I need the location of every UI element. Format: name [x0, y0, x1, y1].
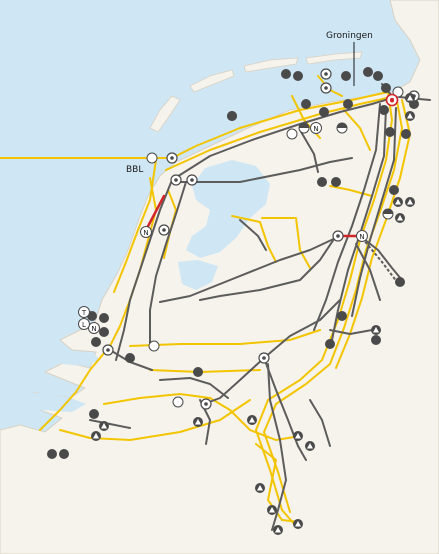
letter-nodes: N N N N T L G	[78, 98, 395, 334]
junction-node-icon[interactable]	[332, 230, 344, 242]
compressor-station-icon[interactable]	[193, 367, 203, 377]
junction-node-icon[interactable]	[166, 152, 178, 164]
compressor-station-icon[interactable]	[385, 127, 395, 137]
l-node-icon[interactable]: L	[78, 318, 90, 330]
half-filled-nodes	[298, 122, 394, 220]
export-station-icon[interactable]	[305, 441, 315, 451]
junction-node-icon[interactable]	[320, 82, 332, 94]
compressor-station-icon[interactable]	[337, 311, 347, 321]
compressor-station-icon[interactable]	[331, 177, 341, 187]
compressor-station-icon[interactable]	[363, 67, 373, 77]
planned-pipeline	[361, 237, 401, 287]
compressor-station-icon[interactable]	[379, 105, 389, 115]
svg-text:N: N	[359, 233, 364, 241]
svg-text:G: G	[390, 98, 395, 105]
compressor-station-icon[interactable]	[395, 277, 405, 287]
n-node-icon[interactable]: N	[356, 230, 368, 242]
export-station-icon[interactable]	[255, 483, 265, 493]
svg-text:L: L	[82, 321, 86, 329]
compressor-station-icon[interactable]	[89, 409, 99, 419]
export-station-icon[interactable]	[405, 93, 415, 103]
junction-node-icon[interactable]	[186, 174, 198, 186]
half-filled-node-icon[interactable]	[382, 208, 394, 220]
compressor-station-icon[interactable]	[99, 313, 109, 323]
junction-node-icon[interactable]	[148, 340, 160, 352]
svg-text:N: N	[91, 325, 96, 333]
svg-text:N: N	[143, 229, 148, 237]
compressor-station-icon[interactable]	[125, 353, 135, 363]
junction-node-icon[interactable]	[200, 398, 212, 410]
export-station-icon[interactable]	[247, 415, 257, 425]
compressor-station-icon[interactable]	[341, 71, 351, 81]
export-station-icon[interactable]	[91, 431, 101, 441]
half-filled-node-icon[interactable]	[298, 122, 310, 134]
compressor-station-icon[interactable]	[293, 71, 303, 81]
export-station-icon[interactable]	[405, 111, 415, 121]
compressor-station-icon[interactable]	[389, 185, 399, 195]
svg-text:T: T	[81, 309, 87, 317]
export-station-icon[interactable]	[293, 519, 303, 529]
n-node-icon[interactable]: N	[140, 226, 152, 238]
export-station-icon[interactable]	[371, 325, 381, 335]
junction-node-icon[interactable]	[392, 86, 404, 98]
n-node-icon[interactable]: N	[88, 322, 100, 334]
export-station-icon[interactable]	[395, 213, 405, 223]
half-filled-node-icon[interactable]	[336, 122, 348, 134]
junction-node-icon[interactable]	[286, 128, 298, 140]
zeeland-estuary	[0, 352, 100, 414]
junction-node-icon[interactable]	[258, 352, 270, 364]
compressor-station-icon[interactable]	[325, 339, 335, 349]
compressor-station-icon[interactable]	[381, 83, 391, 93]
g-node-icon[interactable]: G	[390, 98, 395, 105]
wadden-islands	[149, 51, 363, 133]
compressor-station-icon[interactable]	[371, 335, 381, 345]
groningen-label: Groningen	[326, 31, 373, 41]
export-station-icon[interactable]	[273, 525, 283, 535]
junction-node-icon[interactable]	[158, 224, 170, 236]
junction-node-icon[interactable]	[102, 344, 114, 356]
compressor-station-icon[interactable]	[59, 449, 69, 459]
junction-node-icon[interactable]	[146, 152, 158, 164]
compressor-station-icon[interactable]	[301, 99, 311, 109]
compressor-station-icon[interactable]	[281, 69, 291, 79]
export-station-icon[interactable]	[293, 431, 303, 441]
export-station-icon[interactable]	[267, 505, 277, 515]
export-stations	[91, 93, 415, 535]
export-station-icon[interactable]	[405, 197, 415, 207]
compressor-station-icon[interactable]	[343, 99, 353, 109]
bbl-label: BBL	[126, 165, 143, 175]
compressor-station-icon[interactable]	[319, 107, 329, 117]
junction-node-icon[interactable]	[320, 68, 332, 80]
export-station-icon[interactable]	[99, 421, 109, 431]
compressor-station-icon[interactable]	[227, 111, 237, 121]
export-station-icon[interactable]	[393, 197, 403, 207]
compressor-station-icon[interactable]	[401, 129, 411, 139]
t-node-icon[interactable]: T	[78, 306, 90, 318]
n-node-icon[interactable]: N	[310, 122, 322, 134]
hub-node-icon[interactable]	[385, 93, 399, 107]
svg-text:N: N	[313, 125, 318, 133]
junction-node-icon[interactable]	[172, 396, 184, 408]
open-junction-nodes	[146, 86, 404, 408]
gray-pipeline-network	[89, 83, 431, 531]
junction-node-icon[interactable]	[170, 174, 182, 186]
compressor-station-icon[interactable]	[99, 327, 109, 337]
markermeer	[178, 260, 218, 290]
compressor-station-icon[interactable]	[317, 177, 327, 187]
compressor-station-icon[interactable]	[91, 337, 101, 347]
compressor-station-icon[interactable]	[47, 449, 57, 459]
compressor-station-icon[interactable]	[373, 71, 383, 81]
ijsselmeer	[186, 160, 270, 258]
export-station-icon[interactable]	[193, 417, 203, 427]
